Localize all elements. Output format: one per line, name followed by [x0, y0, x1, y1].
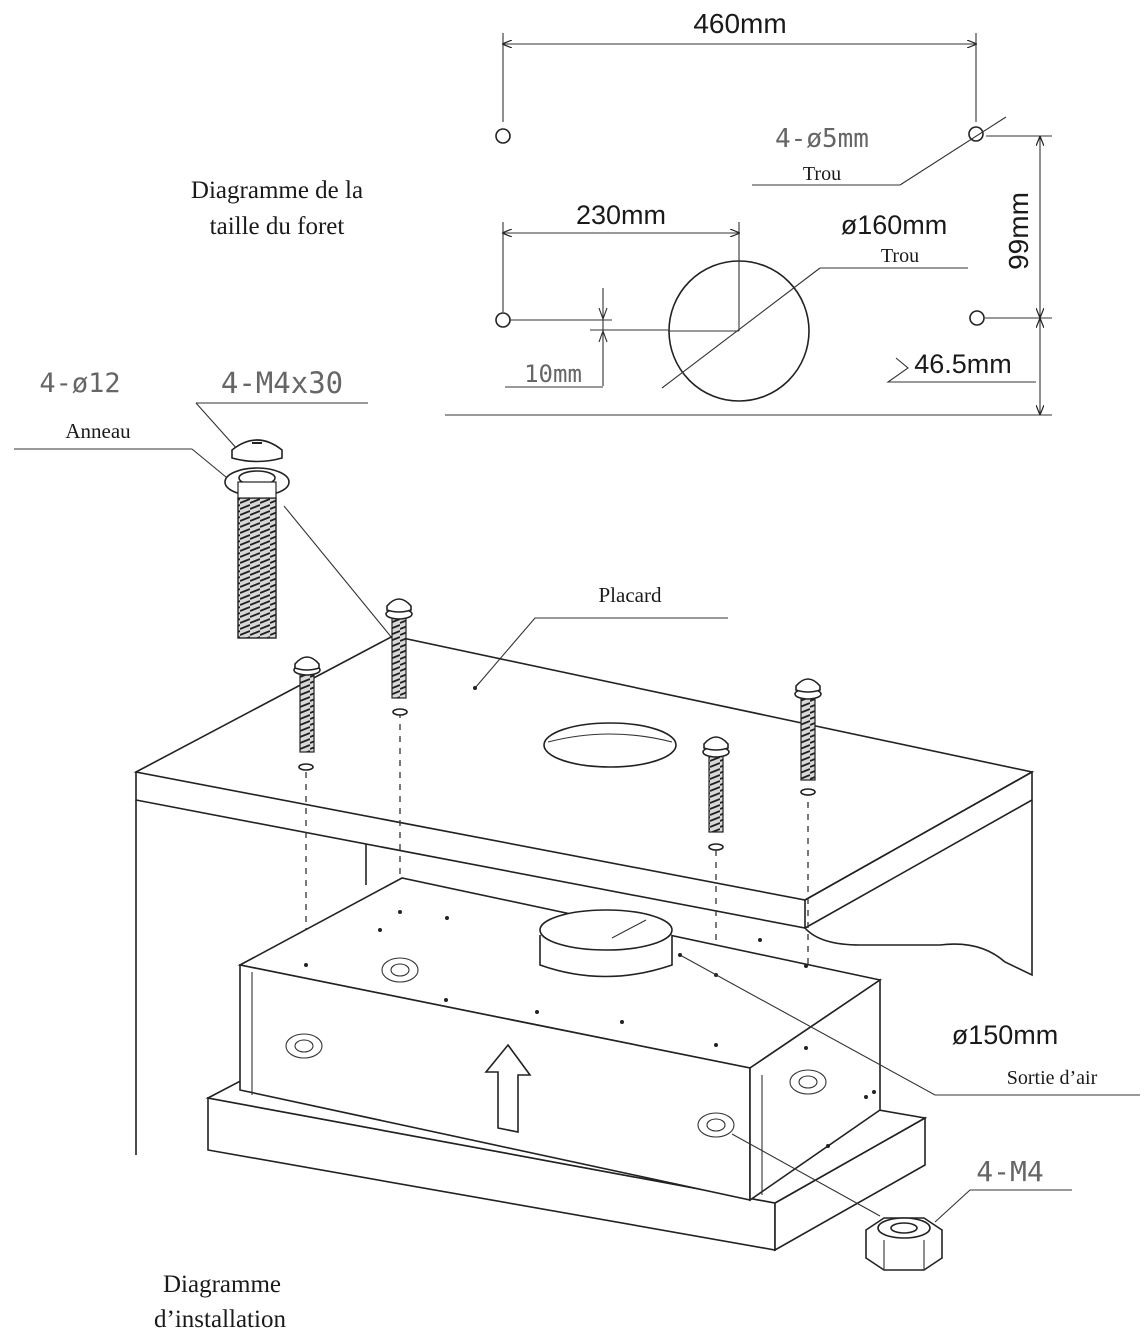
cabinet-screw-hole-4	[800, 788, 816, 796]
drill-size-diagram: Diagramme de la taille du foret 460mm 4-…	[191, 8, 1052, 416]
nut-label: 4-M4	[976, 1155, 1043, 1188]
outlet-leader-dot	[678, 953, 682, 957]
screw-3	[702, 736, 730, 833]
outlet-label: Sortie d’air	[1007, 1067, 1098, 1089]
screw-2	[385, 598, 413, 699]
big-hole-label: ø160mm	[841, 210, 948, 240]
range-hood-illustration	[205, 877, 928, 1252]
screw-label-leader	[195, 402, 239, 451]
nut-to-hood-leader	[731, 1133, 881, 1217]
cabinet-screw-hole-1	[298, 763, 314, 771]
dim-230-label: 230mm	[576, 200, 666, 230]
up-arrow-icon	[484, 1043, 532, 1133]
small-hole-bottom-right	[969, 310, 985, 326]
air-outlet-opening	[539, 909, 673, 951]
dim-10-label: 10mm	[524, 360, 582, 388]
install-title-line2: d’installation	[154, 1306, 286, 1333]
cabinet-screw-hole-2	[392, 708, 408, 716]
small-hole-top-right	[968, 126, 984, 142]
installation-assembly: 4-ø12 4-M4x30 Anneau Placard	[14, 366, 1140, 1333]
dim-46-leader	[886, 357, 1036, 383]
screw-label: 4-M4x30	[221, 366, 343, 400]
ring-leader-2	[191, 448, 233, 483]
dim-46-label: 46.5mm	[914, 349, 1012, 379]
hex-nut-illustration	[865, 1217, 943, 1271]
dim-460-label: 460mm	[693, 8, 786, 39]
small-hole-top-left	[495, 128, 511, 144]
big-hole-sub: Trou	[881, 245, 919, 267]
nut-leader	[934, 1189, 1072, 1223]
small-hole-sub: Trou	[803, 163, 841, 185]
cabinet-screw-hole-3	[708, 843, 724, 851]
cabinet-label: Placard	[599, 583, 662, 607]
outlet-dim-label: ø150mm	[952, 1020, 1059, 1050]
screw-1	[293, 656, 321, 753]
small-hole-leader	[899, 116, 1007, 186]
small-hole-bottom-left	[495, 312, 511, 328]
dim-10-arrows	[598, 307, 608, 343]
ring-label: 4-ø12	[39, 368, 120, 399]
ring-to-screw-leader	[283, 505, 393, 639]
cabinet-leader-dot	[473, 686, 477, 690]
big-hole-leader	[661, 267, 821, 389]
outlet-leader	[679, 954, 1140, 1096]
small-hole-label: 4-ø5mm	[775, 124, 869, 154]
install-title-line1: Diagramme	[163, 1271, 281, 1298]
cabinet-leader	[474, 617, 728, 689]
cabinet-duct-hole	[543, 722, 677, 768]
dim-99-label: 99mm	[1003, 192, 1034, 270]
ring-sub: Anneau	[65, 419, 131, 443]
drill-title-line1: Diagramme de la	[191, 177, 363, 204]
drill-title-line2: taille du foret	[210, 213, 345, 240]
screw-4	[794, 678, 822, 781]
large-screw-illustration	[224, 439, 290, 639]
